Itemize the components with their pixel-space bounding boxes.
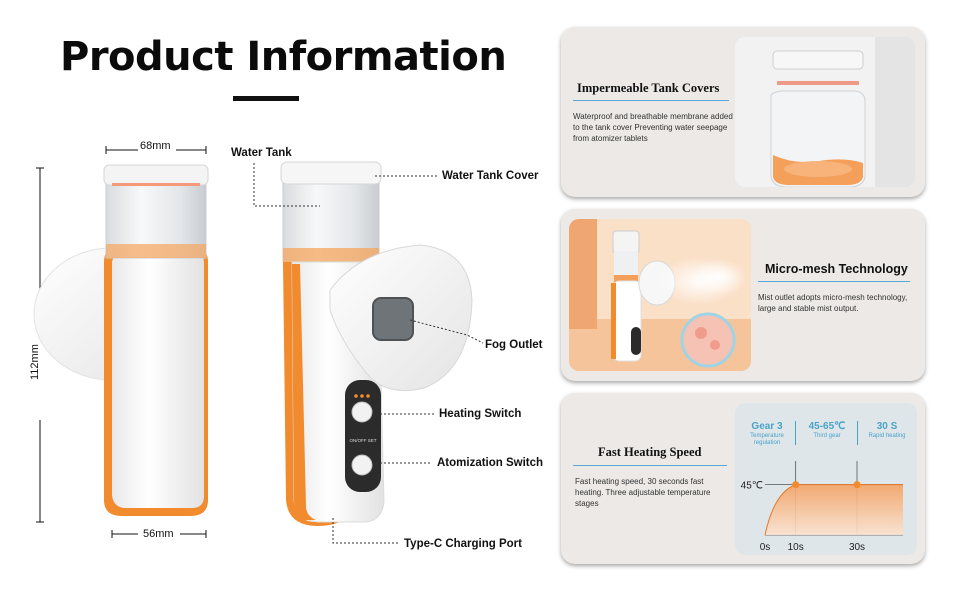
dimension-width-bottom: 56mm	[143, 528, 174, 540]
callout-atomization-switch: Atomization Switch	[437, 457, 544, 469]
heating-marker-point	[792, 481, 800, 489]
feature-panel-micro-mesh: Micro-mesh Technology Mist outlet adopts…	[561, 209, 925, 381]
callout-fog-outlet: Fog Outlet	[485, 339, 543, 351]
heating-area	[765, 484, 903, 535]
feature-title: Impermeable Tank Covers	[577, 81, 720, 95]
page-title: Product Information	[60, 34, 507, 80]
front-tank-cover	[103, 164, 209, 186]
stat-divider	[795, 421, 796, 445]
stat-value: Gear 3	[751, 421, 783, 432]
callout-water-tank: Water Tank	[231, 147, 292, 159]
title-underline	[233, 96, 299, 101]
dimension-height: 112mm	[29, 344, 41, 380]
feature-image-mist	[569, 219, 751, 371]
x-tick-label: 30s	[849, 542, 865, 553]
feature-title-rule	[573, 465, 727, 466]
stat-gear: Gear 3 Temperature regulation	[739, 421, 795, 447]
stat-time: 30 S Rapid heating	[861, 421, 913, 440]
callout-type-c-port: Type-C Charging Port	[404, 538, 522, 550]
stat-caption: Rapid heating	[868, 433, 906, 439]
side-tank-cover	[280, 161, 382, 185]
stat-divider	[857, 421, 858, 445]
onoff-label: ON/OFF SET	[350, 438, 377, 443]
fog-outlet-window	[372, 297, 414, 341]
heating-marker-point	[853, 481, 861, 489]
feature-title: Micro-mesh Technology	[765, 262, 908, 276]
callout-water-tank-cover: Water Tank Cover	[442, 170, 539, 182]
dimension-width-top: 68mm	[140, 140, 171, 152]
feature-description: Fast heating speed, 30 seconds fast heat…	[575, 477, 711, 508]
callout-lines	[253, 163, 484, 544]
stat-value: 45-65℃	[808, 421, 846, 432]
product-illustration: ON/OFF SET	[33, 146, 484, 544]
feature-panel-tank-covers: Impermeable Tank Covers Waterproof and b…	[561, 27, 925, 197]
feature-title-rule	[573, 100, 729, 101]
feature-description: Waterproof and breathable membrane added…	[573, 112, 733, 143]
feature-title: Fast Heating Speed	[598, 445, 702, 459]
y-tick-label: 45℃	[741, 481, 763, 492]
feature-title-rule	[758, 281, 910, 282]
heating-curve-chart: 45℃ 0s 10s 30s	[741, 461, 903, 553]
feature-panel-fast-heating: Fast Heating Speed Fast heating speed, 3…	[561, 393, 925, 564]
x-tick-label: 10s	[788, 542, 804, 553]
stat-temperature: 45-65℃ Third gear	[799, 421, 855, 440]
callout-heating-switch: Heating Switch	[439, 408, 522, 420]
front-white-body	[112, 250, 204, 508]
x-tick-label: 0s	[760, 542, 771, 553]
feature-description: Mist outlet adopts micro-mesh technology…	[758, 293, 908, 313]
stat-caption: Temperature regulation	[750, 433, 784, 446]
stat-caption: Third gear	[813, 433, 841, 439]
feature-image-tank	[735, 37, 915, 187]
heating-info-card: Gear 3 Temperature regulation 45-65℃ Thi…	[735, 403, 917, 555]
stat-value: 30 S	[876, 421, 898, 432]
